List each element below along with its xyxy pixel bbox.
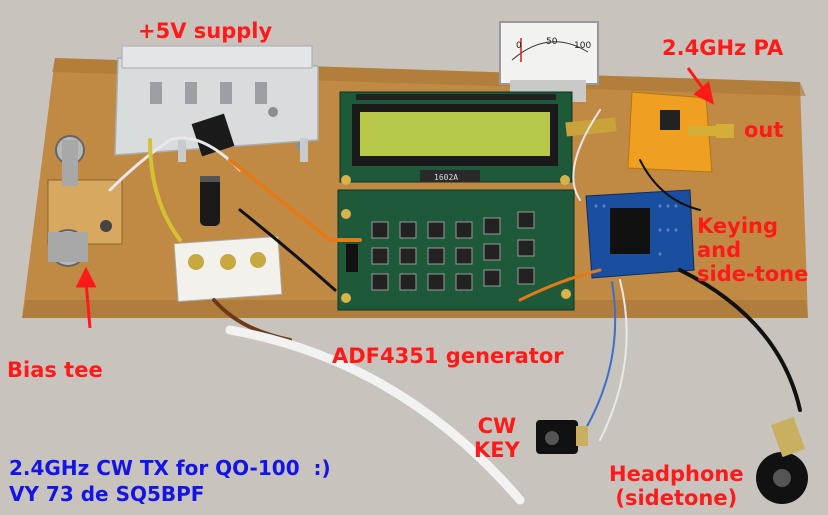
analog-meter: 0 50 100 — [499, 21, 599, 102]
wires — [108, 109, 802, 505]
adf4351-generator-board — [337, 189, 575, 311]
caption-line-2: VY 73 de SQ5BPF — [9, 482, 205, 506]
label-keying: Keying and side-tone — [697, 214, 809, 286]
meter-tick-50: 50 — [546, 37, 558, 47]
pa-board — [565, 91, 734, 173]
lcd-model-mark: 1602A — [434, 173, 458, 182]
headphone-jack — [756, 416, 808, 504]
label-bias-tee: Bias tee — [7, 358, 103, 382]
lcd-module: 1602A — [339, 91, 573, 185]
caption-line-1: 2.4GHz CW TX for QO-100 :) — [9, 456, 331, 480]
meter-tick-0: 0 — [516, 41, 522, 51]
label-supply: +5V supply — [138, 19, 273, 43]
terminal-block — [173, 235, 283, 303]
label-pa: 2.4GHz PA — [662, 36, 784, 60]
cw-key-jack — [536, 420, 588, 454]
annotation-arrows — [75, 67, 715, 329]
meter-tick-100: 100 — [574, 41, 591, 51]
capacitor — [200, 176, 220, 226]
label-out: out — [744, 118, 784, 142]
label-cw-key: CW KEY — [474, 414, 520, 462]
aluminum-heatsink — [114, 45, 319, 162]
bias-tee-assembly — [47, 135, 123, 267]
label-generator: ADF4351 generator — [332, 344, 564, 368]
label-headphone: Headphone (sidetone) — [609, 462, 744, 510]
keying-sidetone-board — [585, 189, 695, 279]
